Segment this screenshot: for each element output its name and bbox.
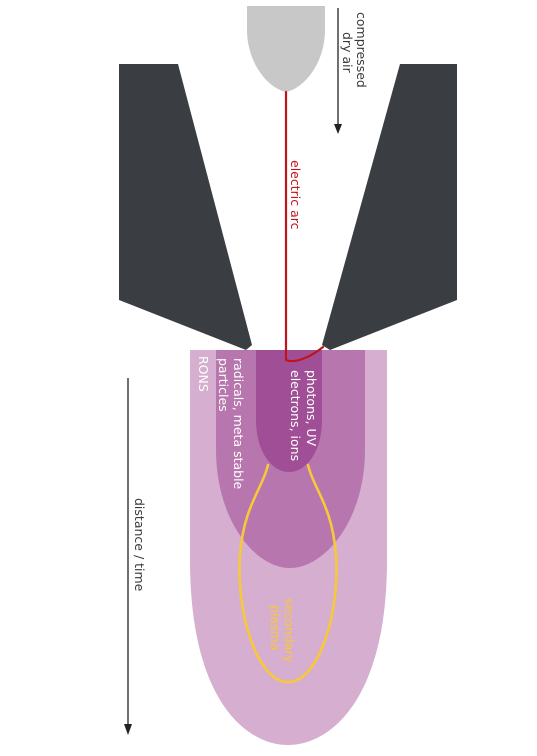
label-rons: RONS [196, 356, 211, 392]
electrode-tip [247, 6, 325, 92]
distance-time-arrow-head [124, 724, 132, 735]
nozzle-left [119, 64, 252, 350]
secondary-plasma-outline [238, 463, 338, 684]
label-dry-air: dry air [340, 32, 355, 74]
label-particles: particles [216, 358, 231, 412]
electric-arc-line [284, 90, 325, 363]
label-plasma: plasma [268, 605, 283, 650]
label-compressed: compressed [354, 12, 369, 88]
air-flow-arrow-head [334, 124, 342, 134]
label-photons-uv: photons, UV [304, 370, 319, 447]
label-distance-time: distance / time [132, 498, 147, 592]
nozzle-right [322, 64, 457, 350]
label-radicals: radicals, meta stable [231, 358, 246, 490]
label-electric-arc: electric arc [288, 160, 303, 230]
plasma-zone-inner [256, 350, 322, 472]
label-secondary: secondary [282, 598, 297, 663]
label-electrons-ions: electrons, ions [288, 370, 303, 461]
